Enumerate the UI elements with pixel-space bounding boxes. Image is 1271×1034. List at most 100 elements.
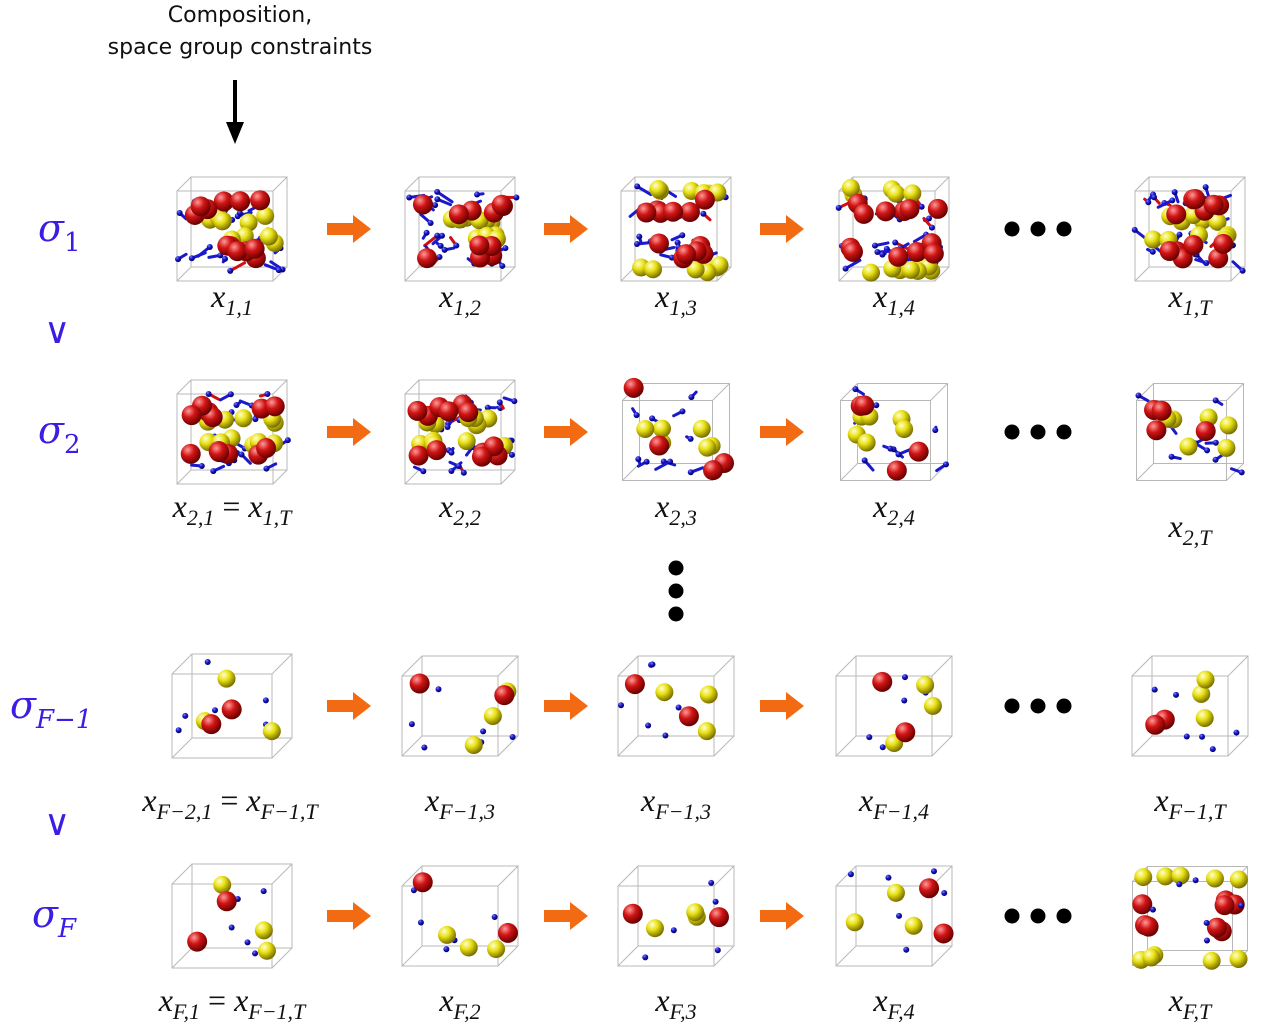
atom-blue (618, 702, 625, 709)
atom-blue (204, 659, 211, 666)
atom-blue (675, 704, 682, 711)
atom-blue (244, 939, 251, 946)
atom-red (842, 241, 863, 262)
cell-edge (272, 379, 288, 395)
structure-r1-c4 (1135, 383, 1245, 481)
atom-blue (667, 458, 674, 465)
atom-yellow (699, 685, 718, 704)
cell-edge (1230, 176, 1246, 192)
cell-edge (931, 945, 953, 967)
atom-blue (182, 712, 189, 719)
atom-red (227, 241, 248, 262)
structure-r0-c1 (404, 176, 520, 282)
atom-blue (284, 437, 291, 444)
atom-blue (1131, 226, 1138, 233)
atom-blue (688, 394, 695, 401)
atom-blue (233, 401, 240, 408)
vertical-ellipsis (668, 560, 684, 622)
order-symbol-2: ∨ (44, 803, 71, 844)
atom-red (256, 438, 277, 459)
atom-blue (437, 242, 444, 249)
atom-red (927, 198, 948, 219)
atom-blue (687, 435, 694, 442)
cell-edge (931, 735, 953, 757)
atom-blue (662, 732, 669, 739)
atom-blue (406, 194, 413, 201)
process-arrow-r1-1 (544, 418, 588, 446)
cell-edge (404, 266, 420, 282)
cell-edge (171, 673, 273, 759)
cell-edge (1226, 463, 1244, 481)
cell-edge (622, 400, 713, 481)
atom-yellow (239, 213, 258, 232)
atom-blue (1135, 392, 1142, 399)
atom-yellow (234, 409, 253, 428)
cell-edge (404, 393, 502, 485)
atom-blue (895, 451, 902, 458)
atom-blue (1169, 197, 1176, 204)
atom-blue (439, 232, 446, 239)
atom-yellow (1179, 437, 1198, 456)
sigma-2-label: σ2 (38, 408, 81, 460)
atom-blue (448, 467, 455, 474)
atom-blue (236, 210, 243, 217)
atom-red (694, 189, 715, 210)
cell-edge (838, 266, 854, 282)
process-arrow-r0-1 (544, 215, 588, 243)
atom-yellow (895, 420, 914, 439)
atom-blue (1209, 746, 1216, 753)
atom-red (1185, 189, 1206, 210)
structure-r2-c4 (1131, 655, 1249, 757)
atom-blue (918, 203, 925, 210)
atom-blue (679, 408, 686, 415)
atom-yellow (916, 676, 935, 695)
atom-red (923, 243, 944, 264)
atom-yellow (1229, 950, 1248, 969)
atom-blue (1168, 453, 1175, 460)
atom-red (676, 244, 697, 265)
cell-edge (271, 653, 293, 675)
atom-blue (408, 721, 415, 728)
ellipsis-dot (1056, 908, 1072, 924)
cell-edge (934, 266, 950, 282)
cell-edge (835, 865, 857, 887)
structure-label-r3-c0: xF,1 = xF−1,T (158, 982, 306, 1024)
atom-blue (700, 210, 707, 217)
cell-edge (716, 266, 732, 282)
atom-blue (835, 204, 842, 211)
atom-blue (499, 262, 506, 269)
cell-edge (176, 266, 192, 282)
atom-blue (175, 727, 182, 734)
ellipsis-dot (1030, 221, 1046, 237)
caption-line-2: space group constraints (107, 35, 373, 60)
structure-r1-c1 (404, 379, 518, 485)
atom-red (1166, 204, 1187, 225)
atom-blue (1203, 937, 1210, 944)
ellipsis-dot (1004, 221, 1020, 237)
atom-yellow (904, 916, 923, 935)
cell-edge (713, 735, 735, 757)
atom-red (895, 722, 916, 743)
atom-blue (871, 242, 878, 249)
atom-yellow (1144, 230, 1163, 249)
atom-blue (852, 386, 859, 393)
atom-red (244, 238, 265, 259)
atom-red (1206, 917, 1227, 938)
atom-red (471, 446, 492, 467)
atom-red (180, 443, 201, 464)
atom-blue (434, 196, 441, 203)
structure-label-r3-c4: xF,T (1168, 982, 1212, 1024)
atom-red (209, 442, 230, 463)
atom-blue (926, 215, 933, 222)
atom-red (497, 922, 518, 943)
atom-blue (264, 391, 271, 398)
cell-edge (176, 190, 274, 282)
atom-blue (1173, 691, 1180, 698)
cell-edge (271, 863, 293, 885)
atom-blue (435, 686, 442, 693)
ellipsis-dot (668, 583, 684, 599)
atom-yellow (845, 913, 864, 932)
atom-red (872, 671, 893, 692)
atom-yellow (438, 925, 457, 944)
atom-blue (206, 244, 213, 251)
